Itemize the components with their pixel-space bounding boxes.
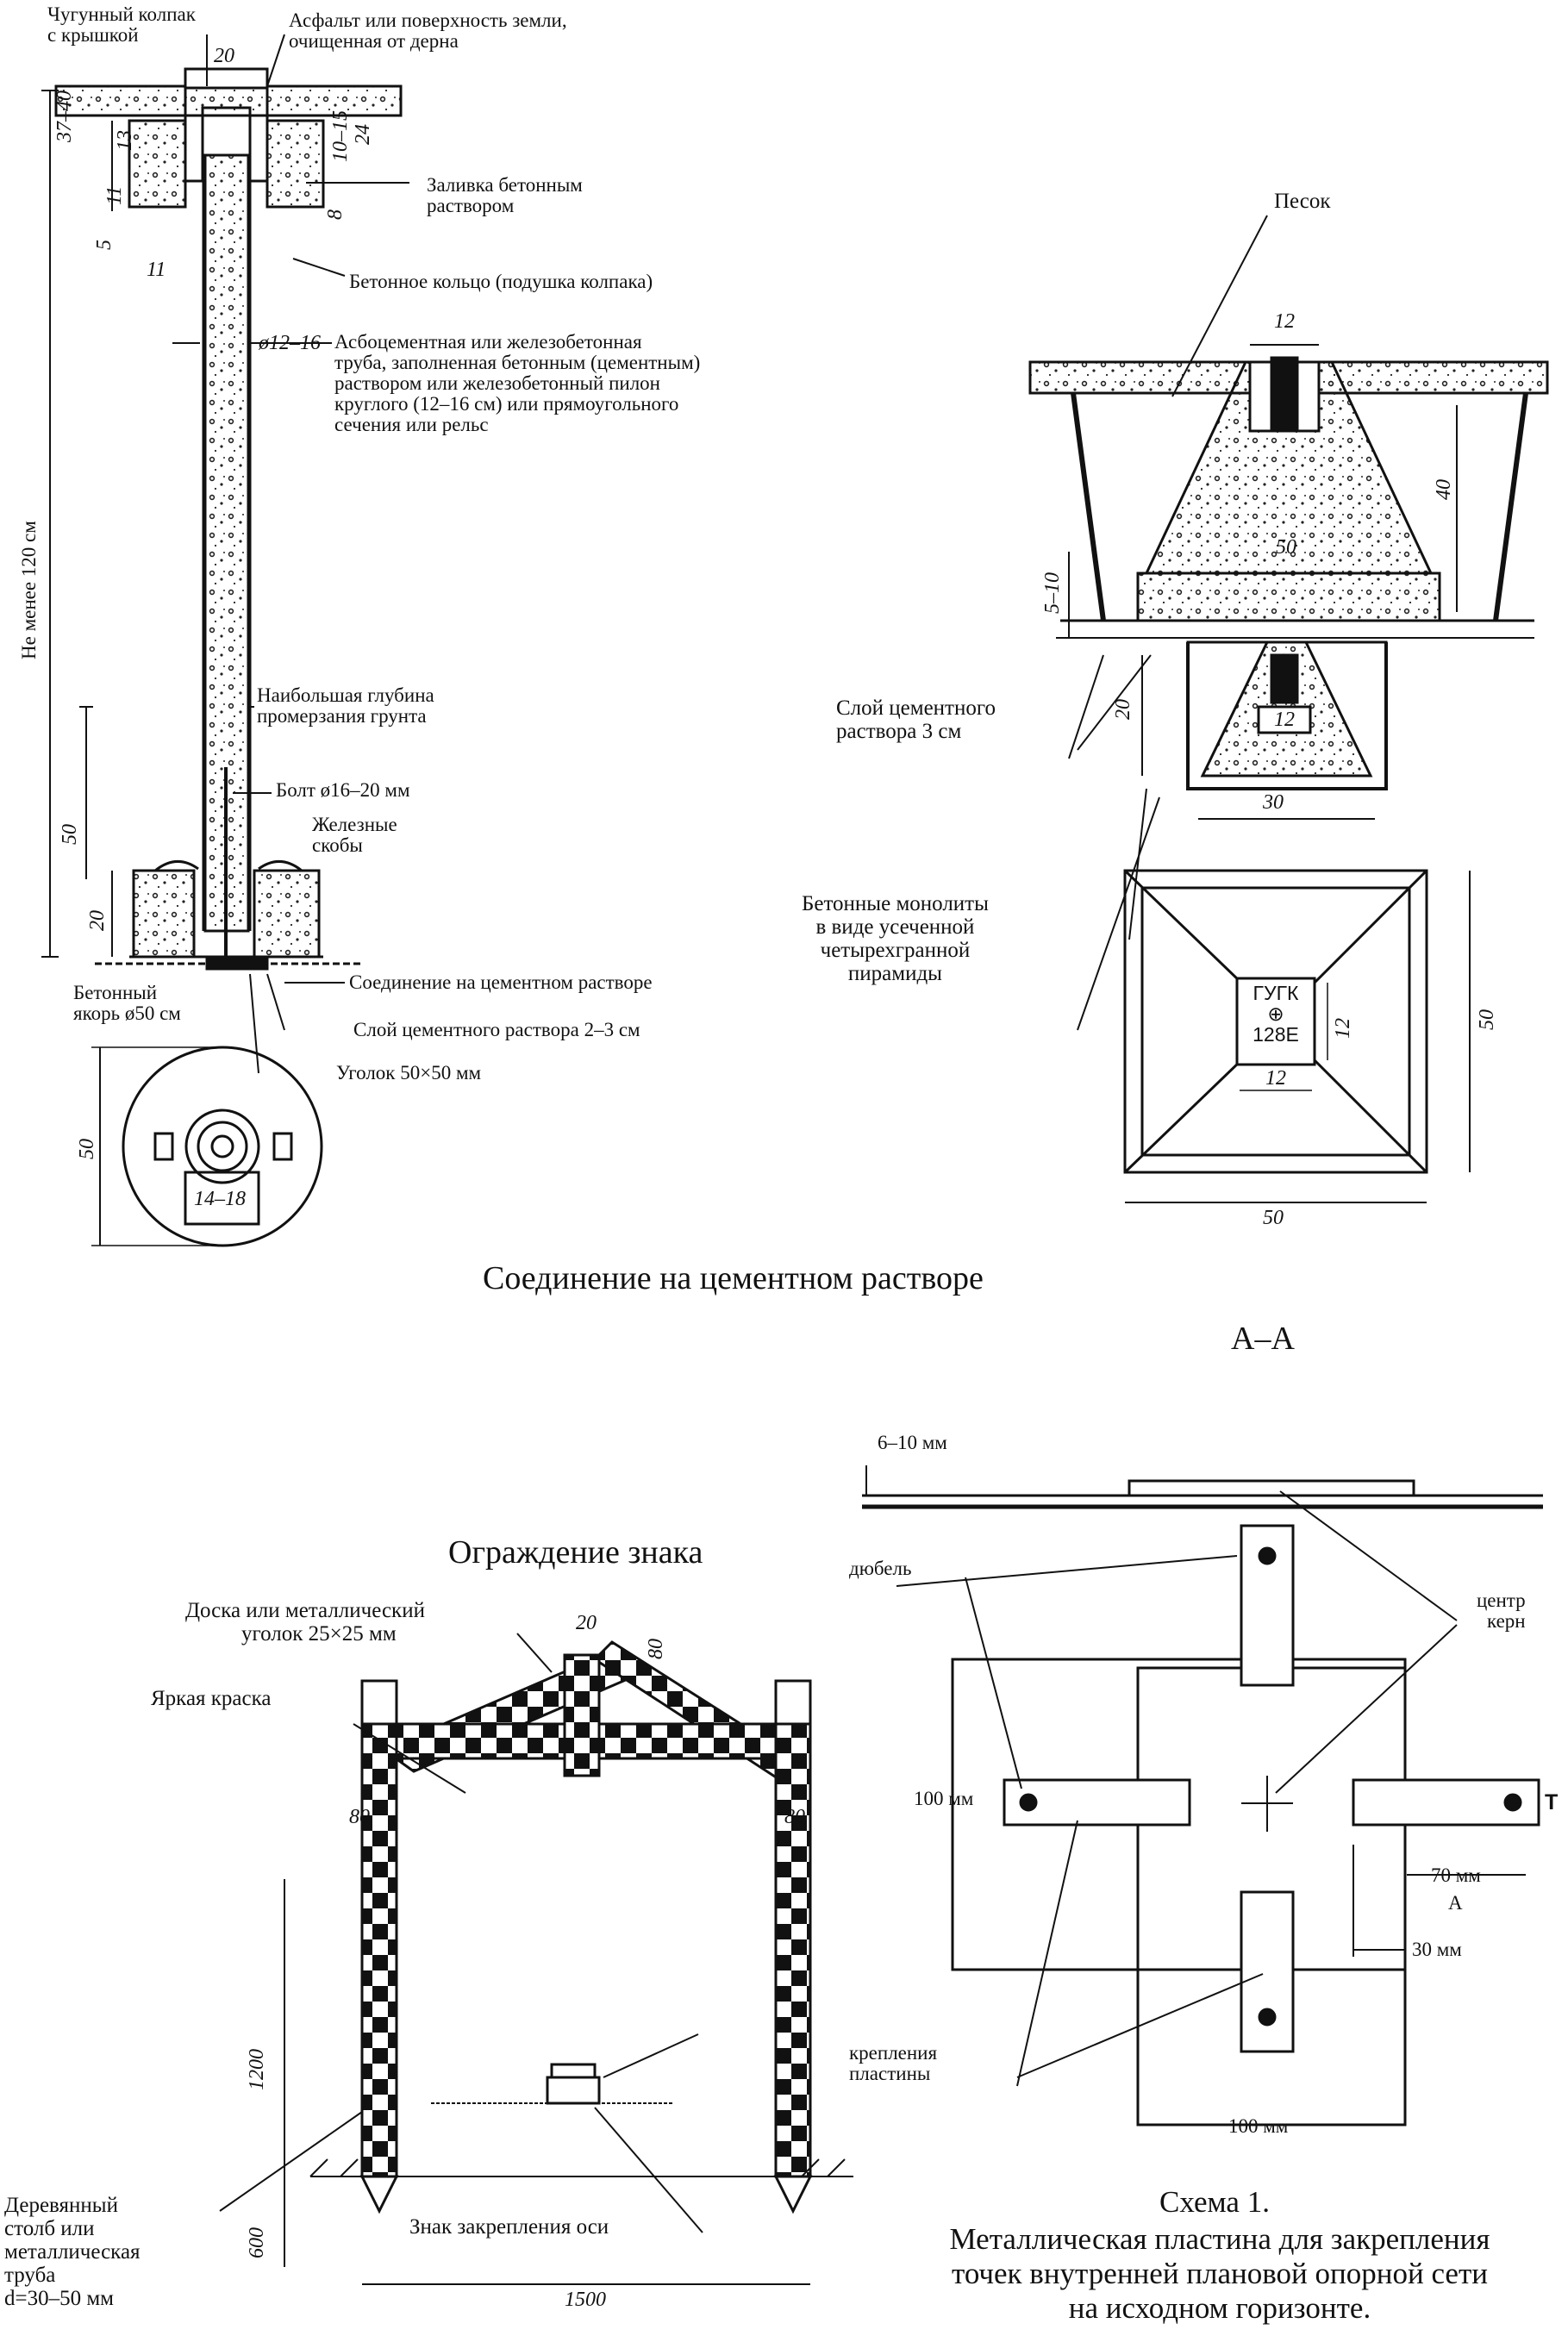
section-aa-caption: А–А [1231,1321,1295,1357]
dim-5: 5 [93,240,116,250]
dim-20-anchor: 20 [86,910,109,931]
dim-12-plate-v: 12 [1332,1018,1354,1039]
a-label: А [1448,1892,1463,1914]
dim-80-top: 80 [645,1639,667,1659]
dim-5-10: 5–10 [1041,572,1064,614]
pyramid-section [1028,215,1549,1203]
paint-label: Яркая краска [151,1687,272,1710]
dim-11b: 11 [147,259,166,281]
dim-50-depth: 50 [59,824,81,845]
dim-50-pyramid: 50 [1276,536,1296,559]
dim-30: 30 мм [1412,1939,1462,1960]
t-label: Т [1545,1790,1559,1814]
dim-50-plan: 50 [76,1139,98,1159]
dim-12-top: 12 [1274,310,1295,333]
dim-12-plate-h: 12 [1265,1067,1286,1090]
dim-70: 70 мм [1431,1864,1481,1886]
dim-600: 600 [246,2227,268,2258]
min-depth-label: Не менее 120 см [18,521,40,659]
dim-1200: 1200 [246,2049,268,2090]
dowel-label: дюбель [849,1558,912,1579]
cement-joint-caption: Соединение на цементном растворе [483,1260,984,1296]
sand-label: Песок [1274,190,1331,213]
dim-pipe-diameter: ø12–16 [259,332,321,354]
dim-20-fence: 20 [576,1612,597,1634]
dim-100-left: 100 мм [914,1788,974,1809]
plate-marking: ГУГК⊕128Е [1253,982,1299,1046]
dim-37-40: 37–40 [53,91,76,142]
dim-80-left: 80 [349,1806,370,1828]
dim-13: 13 [114,130,136,151]
plate-scheme [862,1465,1543,2127]
dim-8: 8 [324,209,347,220]
dim-100-bottom: 100 мм [1228,2115,1289,2137]
dim-40: 40 [1433,479,1455,500]
dim-50-plan-v: 50 [1476,1009,1498,1030]
dim-80-right: 80 [784,1806,805,1828]
dim-20-lower: 20 [1112,699,1134,720]
concrete-ring-label: Бетонное кольцо (подушка колпака) [349,271,653,292]
dim-24: 24 [352,124,374,145]
angle-label: Уголок 50×50 мм [336,1062,482,1084]
dim-12-lower: 12 [1274,709,1295,731]
thickness-label: 6–10 мм [878,1432,947,1453]
mortar-layer-label: Слой цементного раствора 2–3 см [353,1019,640,1040]
dim-30: 30 [1263,791,1284,814]
dim-20-top: 20 [214,45,234,67]
dim-10-15: 10–15 [329,110,352,162]
dim-1500: 1500 [565,2289,606,2311]
dim-11: 11 [103,185,126,205]
fence-drawing [219,1633,853,2285]
bolt-label: Болт ø16–20 мм [276,779,410,801]
joint-label: Соединение на цементном растворе [349,971,653,993]
scheme-title: Схема 1. [1159,2185,1270,2219]
pillar-section [41,34,409,1247]
axis-mark-label: Знак закрепления оси [409,2215,609,2239]
asphalt-label: Асфальт или поверхность земли,очищенная … [289,9,567,52]
fence-title: Ограждение знака [448,1534,703,1571]
dim-14-18: 14–18 [194,1188,246,1210]
dim-50-plan-h: 50 [1263,1207,1284,1229]
